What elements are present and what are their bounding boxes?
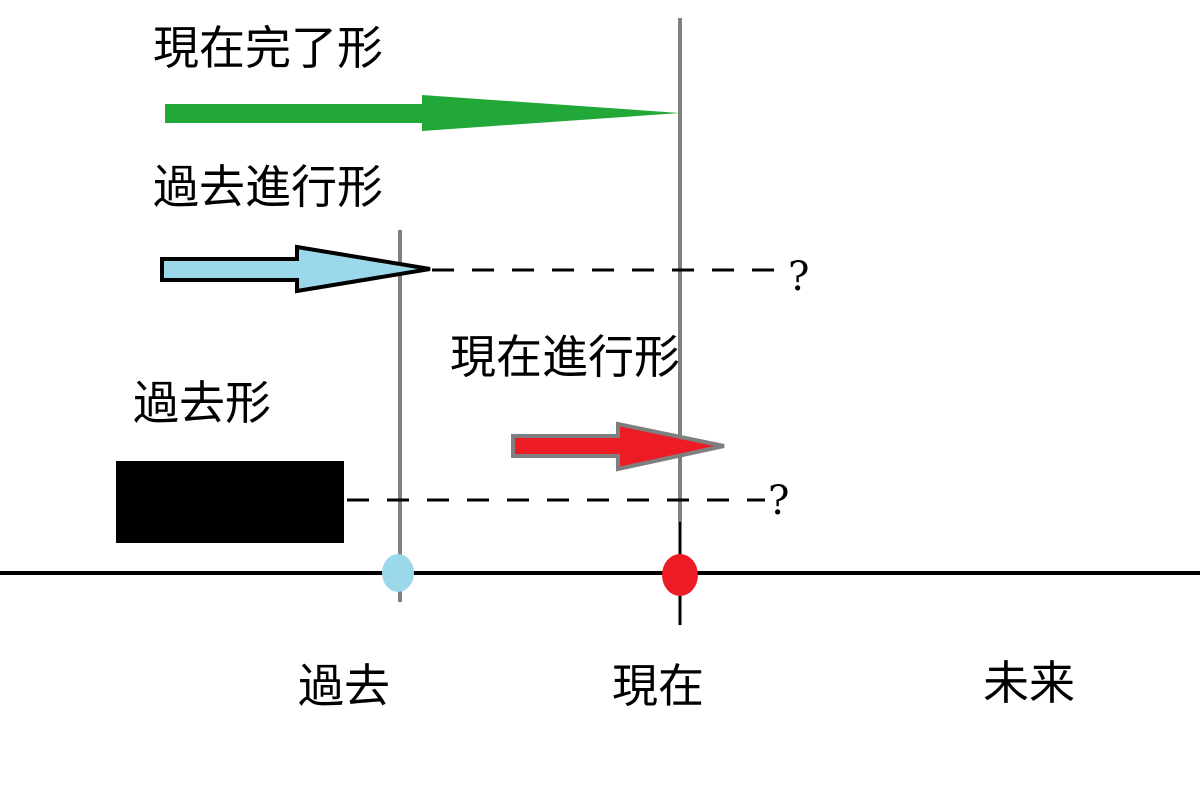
timeline-past-label: 過去 xyxy=(298,659,390,713)
past-progressive-label: 過去進行形 xyxy=(153,160,383,214)
past-simple-question-mark: ? xyxy=(768,478,789,524)
present-point-marker xyxy=(662,554,698,596)
past-progressive-arrow xyxy=(160,244,431,294)
timeline-present-label: 現在 xyxy=(612,659,704,713)
past-simple-label: 過去形 xyxy=(133,376,271,430)
present-perfect-label: 現在完了形 xyxy=(153,21,383,75)
past-point-marker xyxy=(382,554,414,592)
timeline-future-label: 未来 xyxy=(983,656,1075,710)
past-simple-block xyxy=(116,461,344,543)
present-perfect-arrow xyxy=(165,95,680,131)
present-progressive-label: 現在進行形 xyxy=(450,330,680,384)
present-progressive-arrow xyxy=(511,421,725,472)
past-progressive-question-mark: ? xyxy=(788,254,809,300)
